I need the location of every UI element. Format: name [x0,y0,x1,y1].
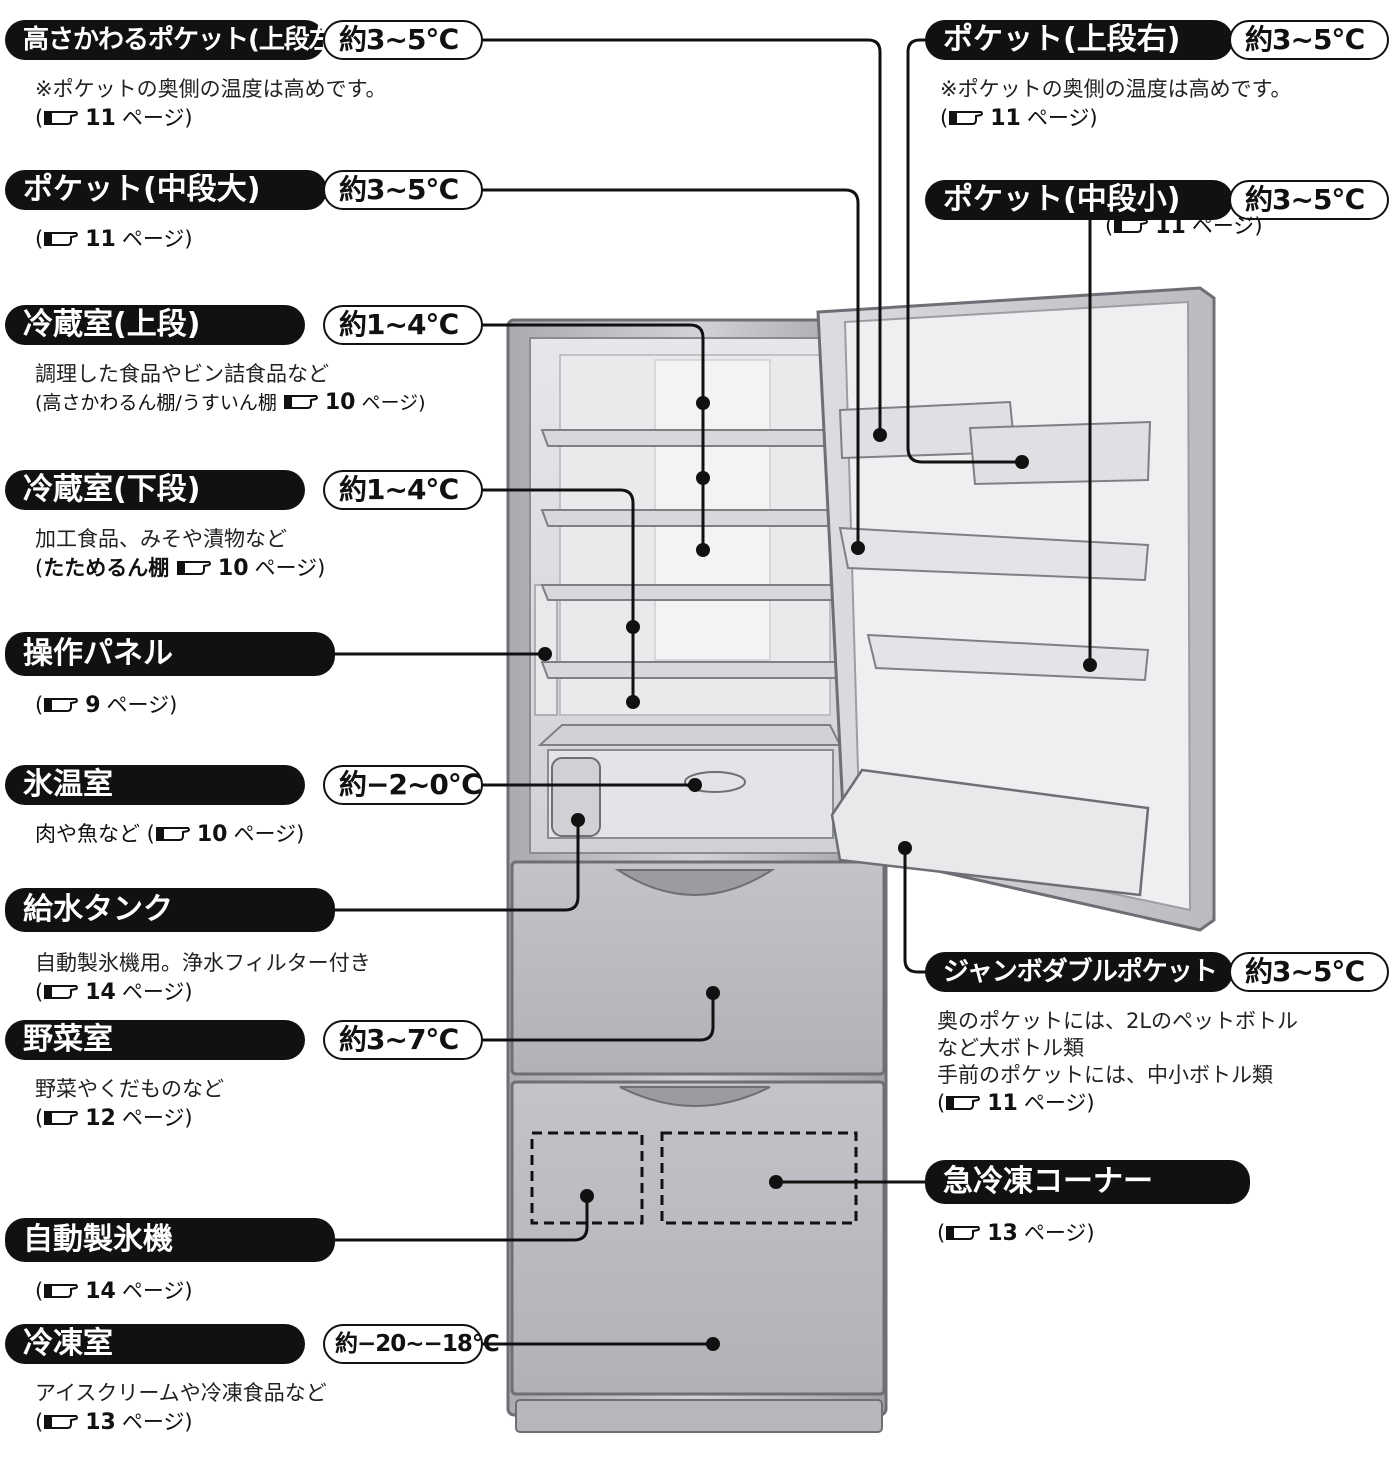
pointing-hand-icon [1113,216,1149,236]
leader-fridge-upper [478,323,705,550]
temp-jumbo-pocket: 約3~5℃ [1229,952,1389,992]
pointing-hand-icon [283,392,319,412]
desc-top-left-pocket: ※ポケットの奥側の温度は高めです。 [35,77,387,101]
temp-chilled-room: 約−2~0℃ [323,765,483,805]
desc-jumbo-pocket-3: 手前のポケットには、中小ボトル類 [937,1063,1273,1087]
dot-jumbo-pocket [898,841,912,855]
leader-water-tank [330,820,580,912]
leader-fridge-lower [478,488,635,702]
label-mid-large-pocket: ポケット(中段大) [5,170,327,210]
desc-fridge-lower: 加工食品、みそや漬物など [35,527,287,551]
temp-top-right-pocket: 約3~5℃ [1229,20,1389,60]
temp-top-left-pocket: 約3~5℃ [323,20,483,60]
dot-fridge-upper-1 [696,396,710,410]
label-auto-ice-maker: 自動製氷機 [5,1218,335,1262]
pointing-hand-icon [43,1412,79,1432]
desc-freezer-room: アイスクリームや冷凍食品など [35,1381,327,1405]
dot-freezer-room [706,1337,720,1351]
leader-jumbo-pocket [903,848,930,974]
leader-auto-ice-maker [330,1196,589,1242]
dot-fridge-lower-2 [626,695,640,709]
dot-water-tank [571,813,585,827]
dot-fridge-upper-3 [696,543,710,557]
dot-chilled-room [688,778,702,792]
leader-top-right-pocket [906,38,1022,464]
dot-mid-large-pocket [851,541,865,555]
dot-fridge-lower-1 [626,620,640,634]
label-fridge-lower: 冷蔵室(下段) [5,470,305,510]
dot-top-right-pocket [1015,455,1029,469]
fridge-shelves [540,429,844,679]
label-freezer-room: 冷凍室 [5,1324,305,1364]
chilled-compartment [537,724,842,839]
label-fridge-upper: 冷蔵室(上段) [5,305,305,345]
temp-mid-large-pocket: 約3~5℃ [323,170,483,210]
temp-vegetable-room: 約3~7℃ [323,1020,483,1060]
temp-freezer-room: 約−20~−18℃ [323,1324,500,1364]
desc-jumbo-pocket-2: など大ボトル類 [937,1036,1084,1060]
pointing-hand-icon [43,108,79,128]
pointing-hand-icon [43,1281,79,1301]
vegetable-drawer [510,860,886,1076]
temp-fridge-upper: 約1~4℃ [323,305,483,345]
temp-mid-small-pocket: 約3~5℃ [1229,180,1389,220]
desc-water-tank: 自動製氷機用。浄水フィルター付き [35,951,371,975]
label-water-tank: 給水タンク [5,888,335,932]
pointing-hand-icon [176,558,212,578]
desc-vegetable-room: 野菜やくだものなど [35,1077,224,1101]
label-jumbo-pocket: ジャンボダブルポケット [925,952,1233,992]
dot-mid-small-pocket [1083,658,1097,672]
pointing-hand-icon [948,108,984,128]
desc-fridge-upper: 調理した食品やビン詰食品など [35,362,329,386]
label-chilled-room: 氷温室 [5,765,305,805]
label-top-left-pocket: 高さかわるポケット(上段左) [5,20,346,60]
desc-top-right-pocket: ※ポケットの奥側の温度は高めです。 [940,77,1292,101]
pointing-hand-icon [945,1093,981,1113]
pointing-hand-icon [43,695,79,715]
pointing-hand-icon [43,229,79,249]
pointing-hand-icon [155,824,191,844]
leader-top-left-pocket [478,38,882,435]
temp-fridge-lower: 約1~4℃ [323,470,483,510]
dot-top-left-pocket [873,428,887,442]
pointing-hand-icon [43,982,79,1002]
dot-auto-ice-maker [580,1189,594,1203]
freezer-drawer [510,1080,886,1433]
dot-fridge-upper-2 [696,471,710,485]
label-control-panel: 操作パネル [5,632,335,676]
dot-vegetable-room [706,986,720,1000]
pointing-hand-icon [43,1108,79,1128]
label-top-right-pocket: ポケット(上段右) [925,20,1233,60]
leader-mid-large-pocket [478,188,860,548]
leader-vegetable-room [478,993,715,1042]
pointing-hand-icon [945,1223,981,1243]
dot-control-panel [538,647,552,661]
label-vegetable-room: 野菜室 [5,1020,305,1060]
label-mid-small-pocket: ポケット(中段小) [925,180,1233,220]
desc-jumbo-pocket-1: 奥のポケットには、2Lのペットボトル [937,1009,1299,1033]
open-door [816,286,1216,932]
dot-quick-freeze [769,1175,783,1189]
label-quick-freeze: 急冷凍コーナー [925,1160,1250,1204]
